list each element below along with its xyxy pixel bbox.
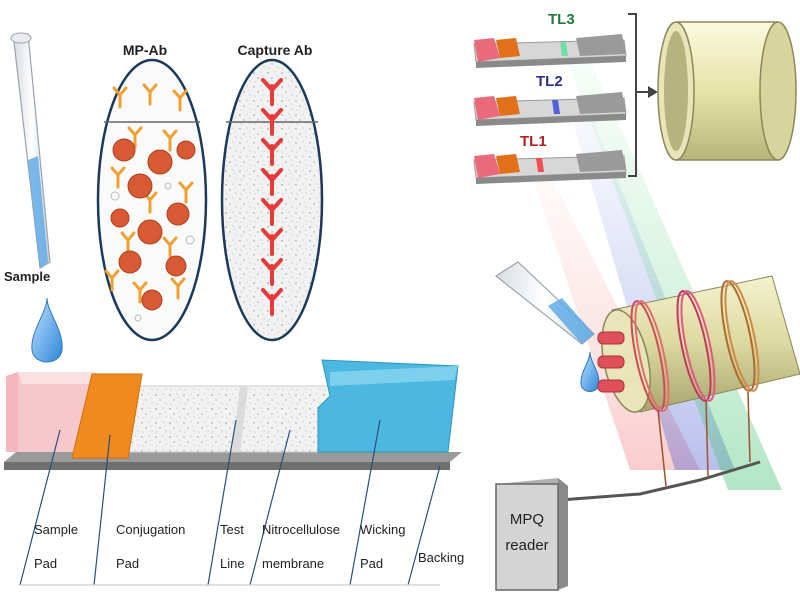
sample-label: Sample (4, 269, 50, 284)
strip-tl2 (473, 92, 627, 126)
antibody-icons (104, 83, 194, 304)
part-label-wicking-pad-1: Wicking (360, 522, 406, 537)
part-label-conjugation-pad-1: Conjugation (116, 522, 185, 537)
left-panel: Sample MP-Ab Capture Ab (4, 32, 464, 586)
assembled-tube (597, 275, 800, 413)
part-label-test-line-2: Line (220, 556, 245, 571)
sample-drop-right-icon (580, 351, 600, 392)
mp-ab-title: MP-Ab (123, 42, 167, 58)
conjugation-pad (71, 373, 143, 459)
strip-tl1 (473, 150, 627, 184)
reader-cable (559, 460, 761, 502)
reader-label-line2: reader (505, 537, 548, 554)
sample-pad (6, 372, 96, 452)
test-line (232, 386, 248, 452)
part-label-test-line-1: Test (220, 522, 244, 537)
pipette-right-icon (494, 261, 595, 345)
label-leader-lines (19, 419, 441, 586)
part-label-nitrocellulose-2: membrane (262, 556, 324, 571)
capture-antibody-icons (261, 78, 283, 316)
capture-ab-zoom-circle (220, 58, 324, 342)
arrow-right-icon (648, 86, 658, 98)
part-labels: Sample Pad Conjugation Pad Test Line Nit… (34, 522, 464, 571)
sample-drop-icon (31, 297, 63, 363)
label-tl2: TL2 (536, 73, 563, 90)
part-label-nitrocellulose-1: Nitrocellulose (262, 522, 340, 537)
mp-ab-zoom-circle (96, 58, 208, 342)
grouping-bracket (628, 13, 637, 177)
label-tl3: TL3 (548, 11, 575, 28)
right-panel: TL3 TL2 TL1 (473, 11, 800, 591)
strip-tl3 (473, 34, 627, 68)
part-label-backing: Backing (418, 550, 464, 565)
part-label-sample-pad-1: Sample (34, 522, 78, 537)
mpq-reader-device: MPQ reader (495, 478, 568, 591)
lateral-flow-strip (4, 359, 462, 470)
coil-wires (657, 391, 751, 487)
part-label-wicking-pad-2: Pad (360, 556, 383, 571)
label-tl1: TL1 (520, 133, 547, 150)
part-label-conjugation-pad-2: Pad (116, 556, 139, 571)
pipette-icon (10, 32, 51, 269)
strip-ends (597, 331, 625, 393)
magnetic-particle-icons (110, 138, 196, 311)
capture-ab-title: Capture Ab (238, 42, 313, 58)
empty-tube (657, 21, 797, 161)
reader-label-line1: MPQ (510, 511, 544, 528)
multiplex-strips (473, 34, 627, 184)
part-label-sample-pad-2: Pad (34, 556, 57, 571)
detection-coils (630, 280, 760, 412)
